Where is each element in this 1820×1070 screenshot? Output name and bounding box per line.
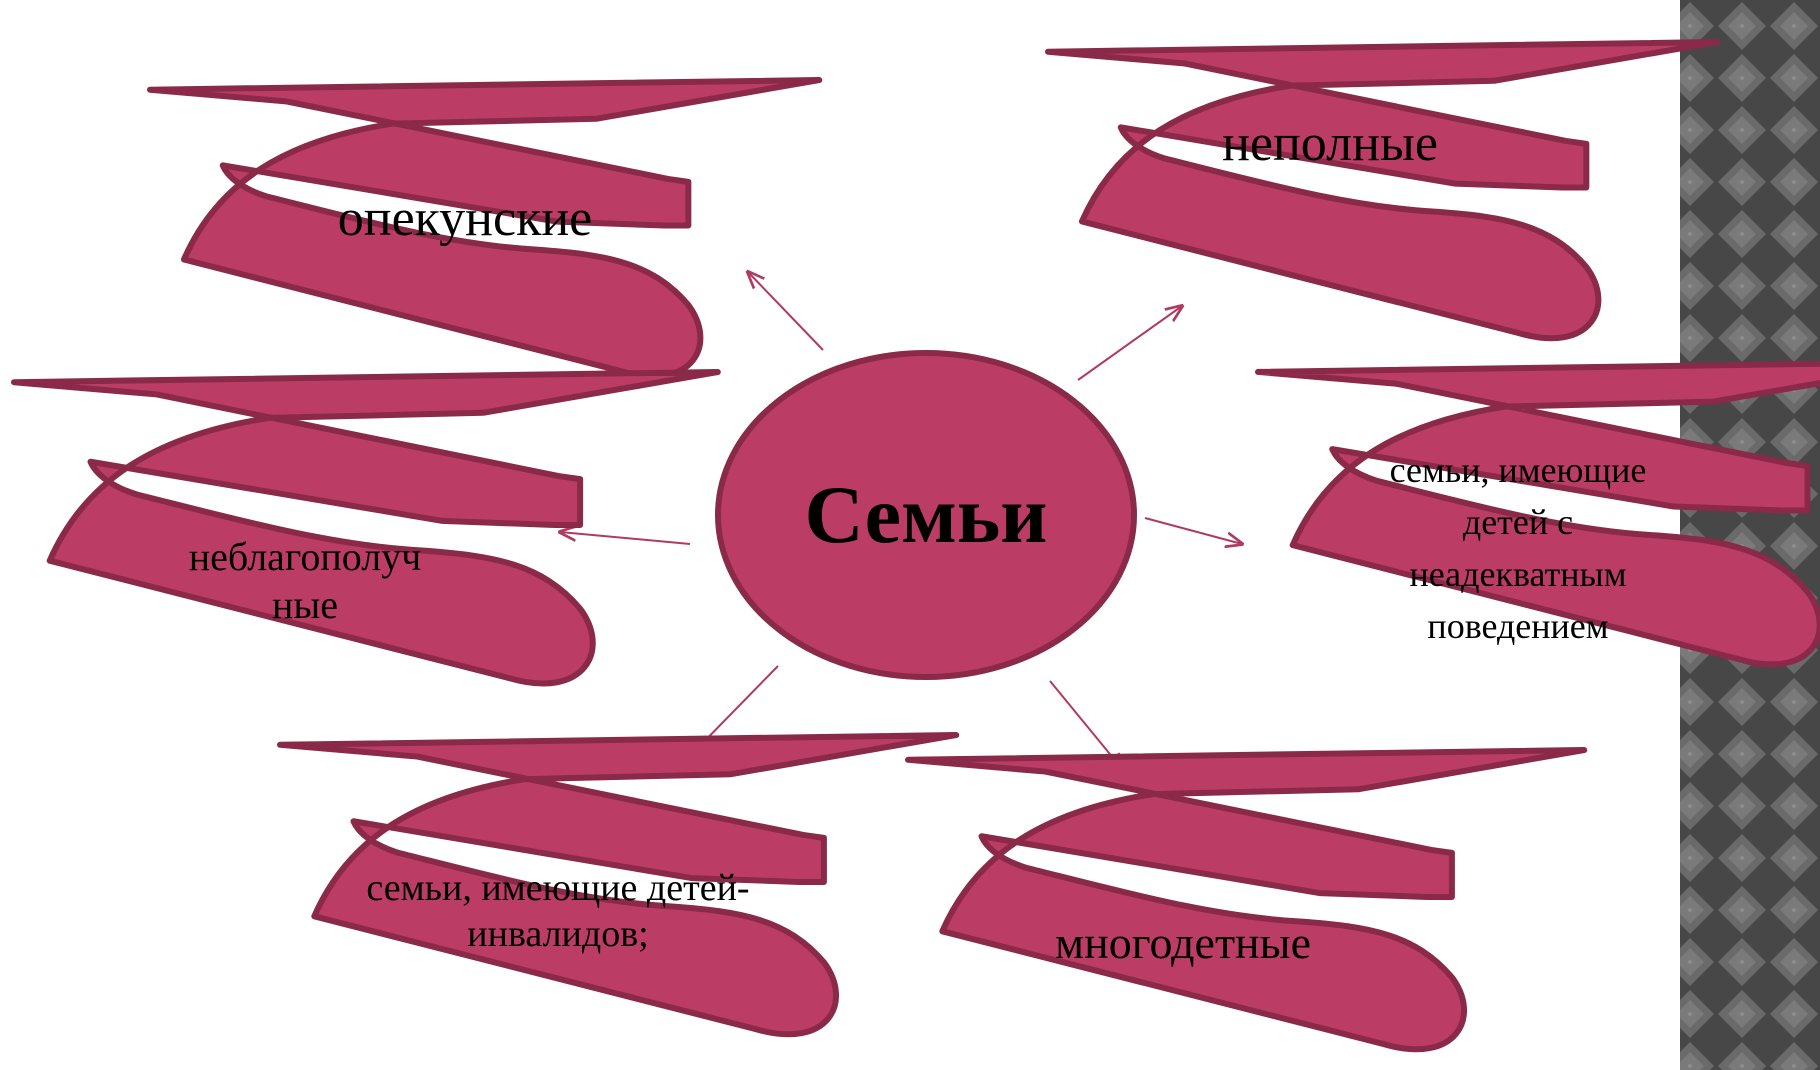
category-label-line: семьи, имеющие детей-	[366, 867, 749, 909]
category-label: семьи, имеющие детей с неадекватным поведен…	[1390, 450, 1647, 646]
category-label: семьи, имеющие детей-инвалидов;	[366, 867, 749, 955]
category-label-line: поведением	[1427, 606, 1608, 646]
ribbon-shape	[1254, 360, 1820, 668]
connector-arrow	[560, 532, 691, 545]
ribbon-shape	[146, 76, 823, 380]
connector-arrows	[560, 272, 1242, 770]
ribbon-shape	[904, 746, 1588, 1053]
ribbon-shape	[1044, 38, 1721, 342]
category-label-line: многодетные	[1055, 917, 1311, 968]
connector-arrow	[1144, 517, 1242, 544]
category-label-line: детей с	[1463, 502, 1573, 542]
category-neadekvatnye: семьи, имеющие детей с неадекватным поведен…	[1254, 360, 1820, 668]
decorative-sidebar	[1680, 0, 1820, 1070]
ribbon-shape	[11, 369, 721, 687]
category-label: многодетные	[1055, 917, 1311, 968]
category-label-line: неадекватным	[1410, 554, 1627, 594]
category-label-line: неблагополуч	[189, 534, 422, 579]
category-label-line: семьи, имеющие	[1390, 450, 1647, 490]
category-label-line: инвалидов;	[467, 913, 648, 955]
connector-arrow	[748, 272, 824, 351]
category-invalidy: семьи, имеющие детей-инвалидов;	[276, 731, 960, 1038]
category-label-line: неполные	[1222, 115, 1438, 172]
category-opekunskie: опекунские	[146, 76, 823, 380]
category-label: неполные	[1222, 115, 1438, 172]
category-label-line: ные	[272, 582, 338, 627]
ribbon-shape	[276, 731, 960, 1038]
center-ellipse	[715, 350, 1137, 680]
category-label-line: опекунские	[338, 190, 593, 247]
center-label: Семьи	[804, 469, 1047, 560]
center-node: Семьи	[715, 350, 1137, 680]
category-nepolnye: неполные	[1044, 38, 1721, 342]
category-label: опекунские	[338, 190, 593, 247]
category-mnogodetnye: многодетные	[904, 746, 1588, 1053]
connector-arrow	[1077, 306, 1182, 381]
